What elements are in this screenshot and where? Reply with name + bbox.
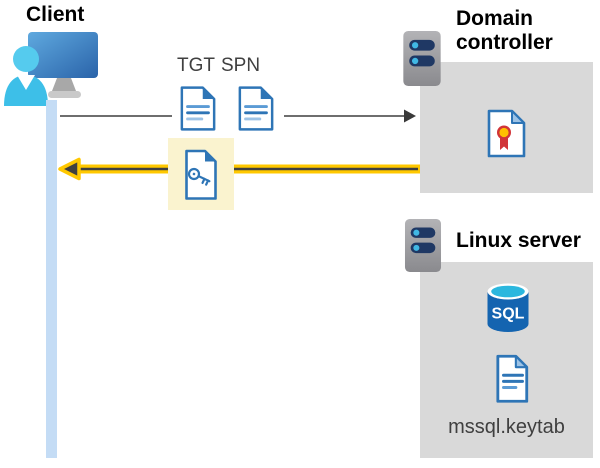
response-arrow — [58, 157, 420, 181]
spn-document-icon — [238, 86, 274, 131]
client-title: Client — [26, 3, 85, 26]
linux-server-title: Linux server — [456, 229, 581, 252]
client-person-at-monitor-icon — [4, 32, 98, 106]
domain-controller-server-icon — [403, 30, 441, 87]
client-lifeline — [46, 100, 57, 458]
key-document-icon — [185, 149, 217, 200]
sql-badge-text: SQL — [492, 306, 525, 323]
keytab-document-icon — [496, 354, 529, 403]
domain-controller-title-line2: controller — [456, 31, 553, 54]
domain-controller-title-line1: Domain — [456, 7, 534, 30]
sql-database-icon: SQL — [487, 283, 529, 332]
keytab-file-label: mssql.keytab — [448, 416, 565, 438]
domain-controller-title: Domain controller — [456, 7, 553, 55]
spn-label: SPN — [221, 55, 261, 76]
linux-server-icon — [404, 218, 442, 273]
tgt-document-icon — [180, 86, 216, 131]
certificate-document-icon — [487, 109, 526, 158]
tgt-label: TGT — [177, 55, 215, 76]
